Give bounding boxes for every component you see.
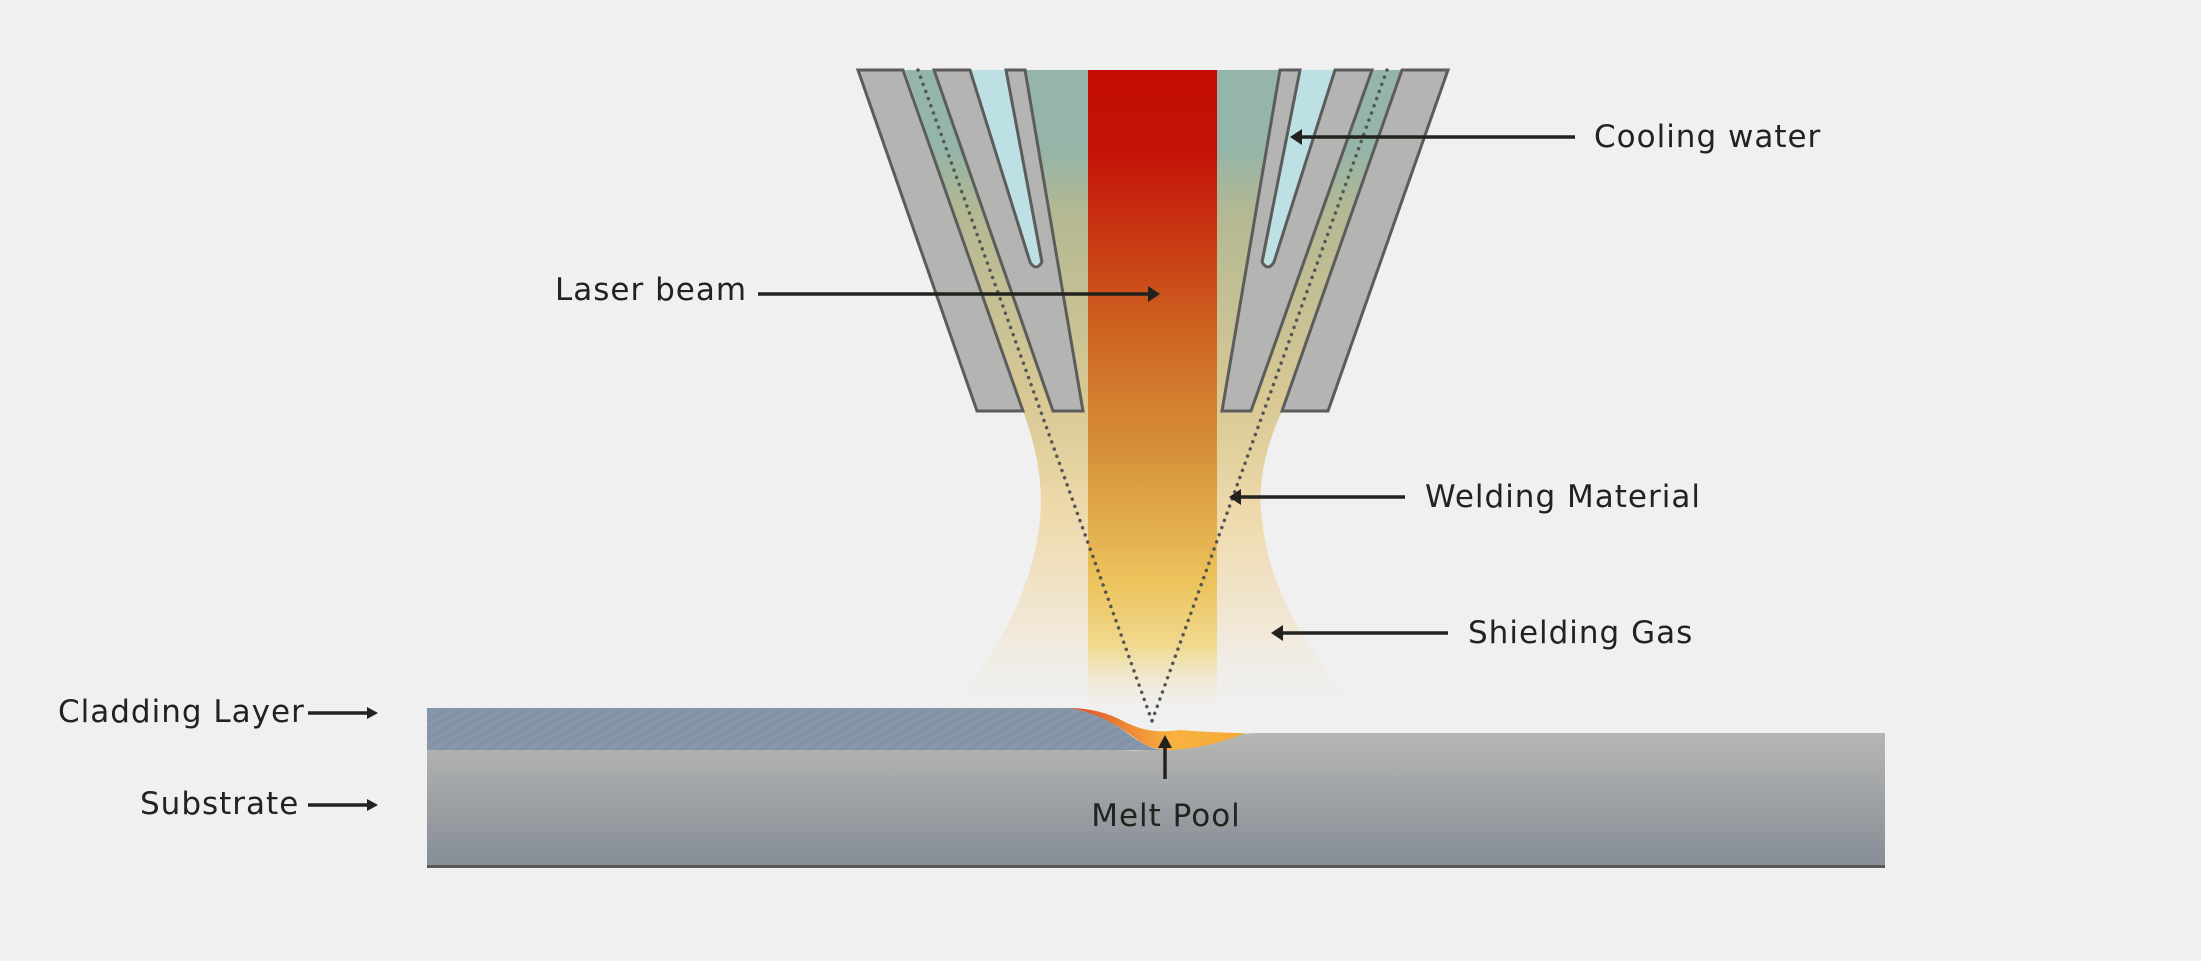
shielding-gas-callout: Shielding Gas bbox=[1271, 615, 1693, 651]
cladding-layer-callout: Cladding Layer bbox=[58, 694, 378, 730]
melt-pool-callout: Melt Pool bbox=[1091, 735, 1241, 834]
melt-pool-label: Melt Pool bbox=[1091, 798, 1241, 834]
nozzle-inner-plate-right bbox=[1220, 68, 1375, 413]
arrow-right-icon bbox=[367, 799, 378, 811]
substrate-callout: Substrate bbox=[140, 786, 378, 822]
substrate-label: Substrate bbox=[140, 786, 299, 822]
shielding-gas-label: Shielding Gas bbox=[1468, 615, 1693, 651]
arrow-left-icon bbox=[1290, 129, 1302, 145]
welding-material-callout: Welding Material bbox=[1229, 479, 1701, 515]
cooling-water-right bbox=[1264, 70, 1335, 266]
cooling-water-callout: Cooling water bbox=[1290, 119, 1821, 155]
cooling-water-label: Cooling water bbox=[1594, 119, 1821, 155]
nozzle-outer-plate-right bbox=[1279, 68, 1451, 413]
laser-beam bbox=[1088, 70, 1217, 710]
cooling-water-left bbox=[970, 70, 1040, 266]
cladding-layer bbox=[427, 708, 1165, 750]
laser-beam-label: Laser beam bbox=[555, 272, 747, 308]
cladding-layer-label: Cladding Layer bbox=[58, 694, 305, 730]
welding-material-path-right bbox=[1150, 68, 1389, 723]
arrow-left-icon bbox=[1271, 625, 1283, 641]
arrow-right-icon bbox=[367, 707, 378, 719]
welding-material-label: Welding Material bbox=[1425, 479, 1701, 515]
welding-material-path-left bbox=[916, 68, 1154, 723]
laser-beam-callout: Laser beam bbox=[555, 272, 1160, 308]
melt-pool bbox=[1068, 708, 1245, 750]
arrow-left-icon bbox=[1229, 489, 1241, 505]
substrate-bottom-edge bbox=[427, 865, 1885, 868]
nozzle-outer-plate-left bbox=[855, 68, 1026, 413]
arrow-right-icon bbox=[1148, 286, 1160, 302]
arrow-up-icon bbox=[1158, 735, 1172, 748]
nozzle-inner-plate-left bbox=[931, 68, 1085, 413]
substrate bbox=[427, 733, 1885, 866]
